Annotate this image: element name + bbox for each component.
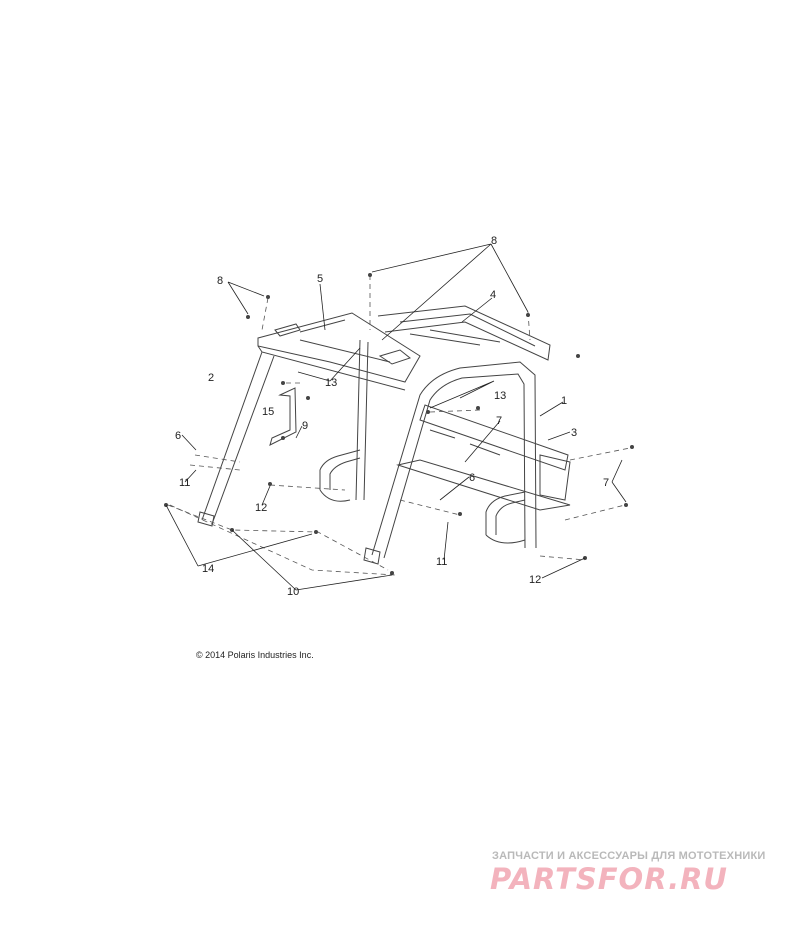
callout-9: 9	[302, 420, 308, 432]
leader-lines	[165, 243, 627, 591]
callout-6-left: 6	[175, 430, 181, 442]
right-grab-bar	[485, 491, 526, 544]
callout-labels: 8 5 4 2 13 13 1 15 9 6 7 3 11 7 12 6 11 …	[175, 235, 609, 598]
callout-10: 10	[287, 586, 299, 598]
callout-12-right: 12	[529, 574, 541, 586]
callout-6-right: 6	[469, 472, 475, 484]
watermark-tagline: ЗАПЧАСТИ И АКСЕССУАРЫ ДЛЯ МОТОТЕХНИКИ	[492, 850, 766, 862]
callout-8-left: 8	[217, 275, 223, 287]
callout-7-center: 7	[496, 415, 502, 427]
callout-13-left: 13	[325, 377, 337, 389]
rear-roof-rail	[377, 305, 551, 361]
explosion-lines	[167, 275, 631, 576]
callout-13-right: 13	[494, 390, 506, 402]
callout-2: 2	[208, 372, 214, 384]
callout-1: 1	[561, 395, 567, 407]
watermark-logo: PARTSFOR.RU	[490, 862, 728, 896]
front-left-pillar	[197, 351, 275, 527]
center-roll-hoop	[363, 361, 537, 565]
copyright-notice: © 2014 Polaris Industries Inc.	[196, 650, 314, 660]
callout-12-left: 12	[255, 502, 267, 514]
rear-pillar	[355, 339, 369, 501]
callout-3: 3	[571, 427, 577, 439]
callout-11-left: 11	[179, 477, 190, 489]
roof-front-panel	[257, 312, 421, 391]
left-grab-bar	[319, 449, 361, 502]
callout-4: 4	[490, 289, 496, 301]
callout-7-right: 7	[603, 477, 609, 489]
callout-8-top: 8	[491, 235, 497, 247]
callout-5: 5	[317, 273, 323, 285]
callout-11-right: 11	[436, 556, 447, 568]
callout-15: 15	[262, 406, 274, 418]
lower-cross-member	[396, 404, 571, 511]
callout-14: 14	[202, 563, 214, 575]
brace-bracket	[269, 387, 297, 446]
fasteners	[164, 273, 634, 575]
